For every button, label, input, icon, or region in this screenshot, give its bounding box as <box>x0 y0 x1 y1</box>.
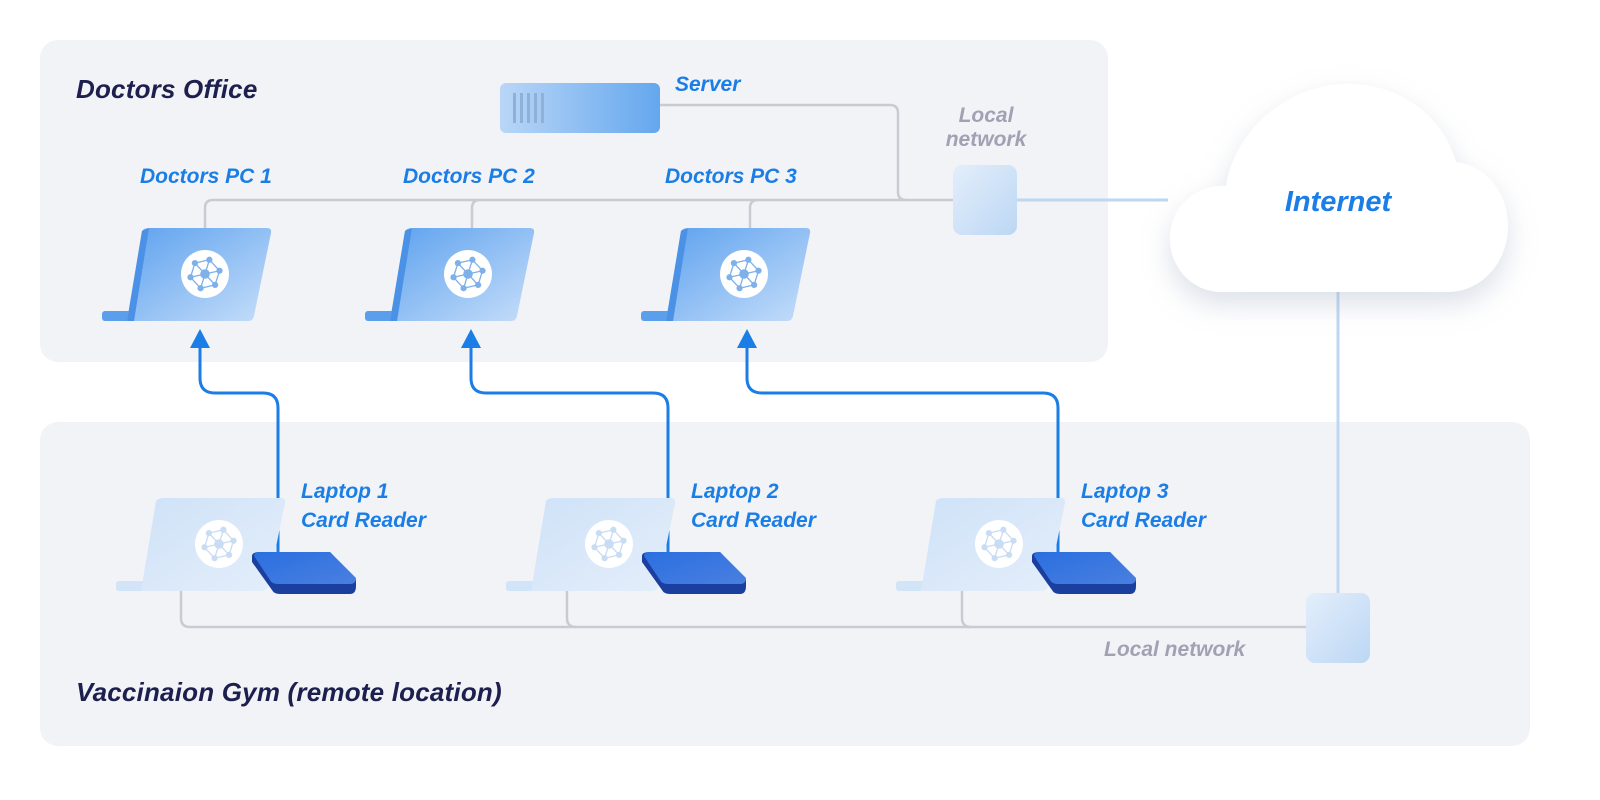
station-2-label-line2: Card Reader <box>691 509 816 532</box>
doctors-pc-3-laptop-icon <box>641 228 811 321</box>
gym-bus-line <box>179 578 1306 629</box>
card-reader-2-icon <box>642 552 746 594</box>
doctors-pc-2-laptop-icon <box>365 228 535 321</box>
gym-network-switch-icon <box>1306 593 1370 663</box>
laptop2-drop-line <box>565 578 577 629</box>
station-1-label-line2: Card Reader <box>301 509 426 532</box>
gym-wiring <box>179 578 1306 629</box>
office-bus-line <box>203 198 955 228</box>
office-local-network-label-line1: Local <box>958 104 1014 127</box>
card-reader-1-icon <box>252 552 356 594</box>
arrow-head-3 <box>737 329 757 348</box>
server-label: Server <box>675 73 741 96</box>
laptop-2-icon <box>506 498 676 591</box>
server-line <box>660 103 907 202</box>
pc2-drop-line <box>470 198 481 228</box>
vaccination-gym-title: Vaccinaion Gym (remote location) <box>76 677 502 707</box>
doctors-pc-1-laptop-icon <box>102 228 272 321</box>
cloud-icon <box>1169 83 1508 292</box>
laptop-1-icon <box>116 498 286 591</box>
doctors-pc-2-label: Doctors PC 2 <box>403 165 535 188</box>
station-3-label-line2: Card Reader <box>1081 509 1206 532</box>
station-3-label: Laptop 3 Card Reader <box>1081 477 1206 535</box>
station-2-label-line1: Laptop 2 <box>691 480 779 503</box>
station-1-label-line1: Laptop 1 <box>301 480 389 503</box>
doctors-office-title: Doctors Office <box>76 74 258 104</box>
station-3-label-line1: Laptop 3 <box>1081 480 1169 503</box>
laptop-3-icon <box>896 498 1066 591</box>
doctors-pc-1-label: Doctors PC 1 <box>140 165 272 188</box>
arrow-line-2 <box>469 340 670 556</box>
pc3-drop-line <box>748 198 759 228</box>
doctors-pc-3-label: Doctors PC 3 <box>665 165 797 188</box>
arrow-head-2 <box>461 329 481 348</box>
card-reader-3-icon <box>1032 552 1136 594</box>
office-network-switch-icon <box>953 165 1017 235</box>
server-icon <box>500 83 660 133</box>
station-2-label: Laptop 2 Card Reader <box>691 477 816 535</box>
station-1-label: Laptop 1 Card Reader <box>301 477 426 535</box>
office-wiring <box>203 103 955 228</box>
gym-local-network-label: Local network <box>1104 638 1246 661</box>
card-reader-arrows <box>198 340 1060 556</box>
arrow-line-3 <box>745 340 1060 556</box>
laptop3-drop-line <box>960 578 972 629</box>
internet-label: Internet <box>1284 186 1392 218</box>
arrow-line-1 <box>198 340 280 556</box>
office-local-network-label: Local network <box>926 104 1046 152</box>
arrow-head-1 <box>190 329 210 348</box>
office-local-network-label-line2: network <box>945 128 1027 151</box>
